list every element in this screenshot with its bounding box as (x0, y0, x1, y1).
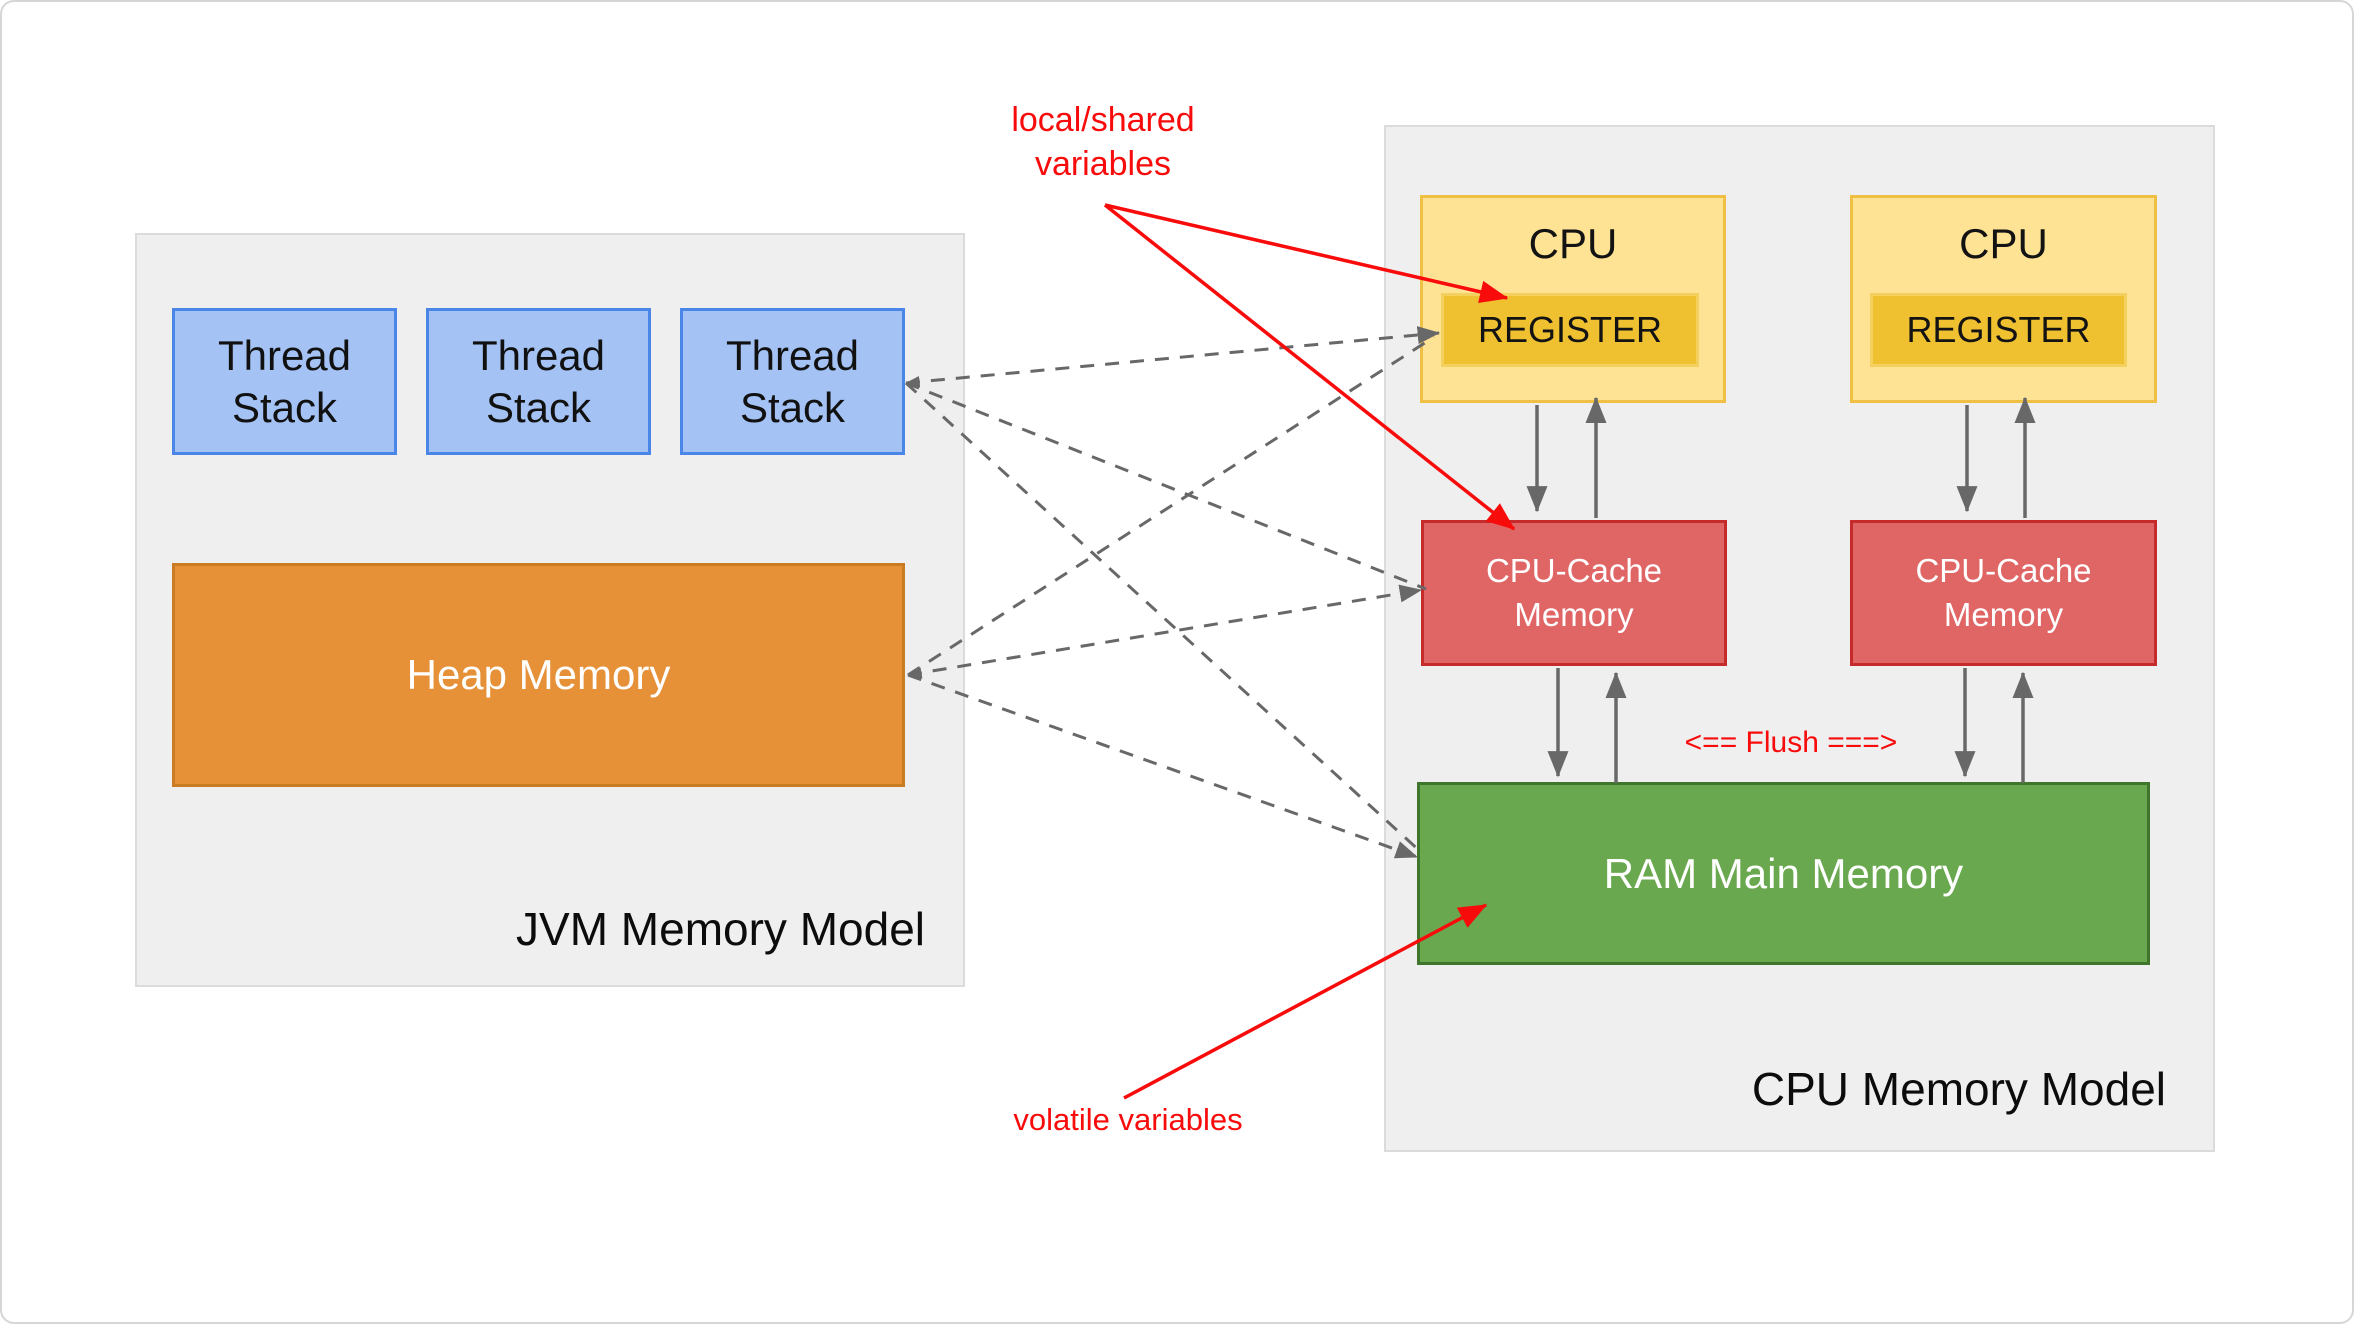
register-box-1: REGISTER (1441, 293, 1699, 367)
flush-label: <== Flush ===> (1684, 726, 1898, 759)
cpu-label: CPU (1959, 220, 2048, 267)
ram-main-memory-box: RAM Main Memory (1417, 782, 2150, 965)
cpu-cache-box-2: CPU-Cache Memory (1850, 520, 2157, 666)
dashed-arrow-threadstack-cache (905, 381, 1427, 591)
cpu-cache-box-1: CPU-Cache Memory (1421, 520, 1727, 666)
dashed-arrow-threadstack-register (905, 326, 1441, 388)
thread-stack-label: Thread Stack (471, 331, 606, 431)
heap-memory-label: Heap Memory (406, 651, 671, 698)
dashed-arrow-heap-register (907, 335, 1435, 677)
heap-memory-box: Heap Memory (172, 563, 905, 787)
volatile-variables-label: volatile variables (1013, 1102, 1243, 1137)
thread-stack-label: Thread Stack (217, 331, 352, 431)
dashed-arrow-heap-cache (907, 584, 1423, 679)
cpu-cache-label: CPU-Cache Memory (1485, 552, 1663, 633)
cpu-panel-title: CPU Memory Model (1751, 1063, 2166, 1115)
thread-stack-label: Thread Stack (725, 331, 860, 431)
register-label: REGISTER (1477, 309, 1663, 350)
cpu-label: CPU (1528, 220, 1618, 267)
register-label: REGISTER (1906, 309, 2091, 350)
dashed-arrow-threadstack-ram (904, 381, 1424, 855)
thread-stack-box-3: Thread Stack (680, 308, 905, 455)
thread-stack-box-2: Thread Stack (426, 308, 651, 455)
cpu-cache-label: CPU-Cache Memory (1915, 552, 2092, 633)
jvm-panel-title: JVM Memory Model (516, 903, 925, 955)
ram-label: RAM Main Memory (1603, 849, 1964, 897)
thread-stack-box-1: Thread Stack (172, 308, 397, 455)
local-shared-variables-label: local/shared variables (1011, 101, 1195, 183)
register-box-2: REGISTER (1870, 293, 2127, 367)
dashed-arrow-heap-ram (907, 673, 1419, 859)
